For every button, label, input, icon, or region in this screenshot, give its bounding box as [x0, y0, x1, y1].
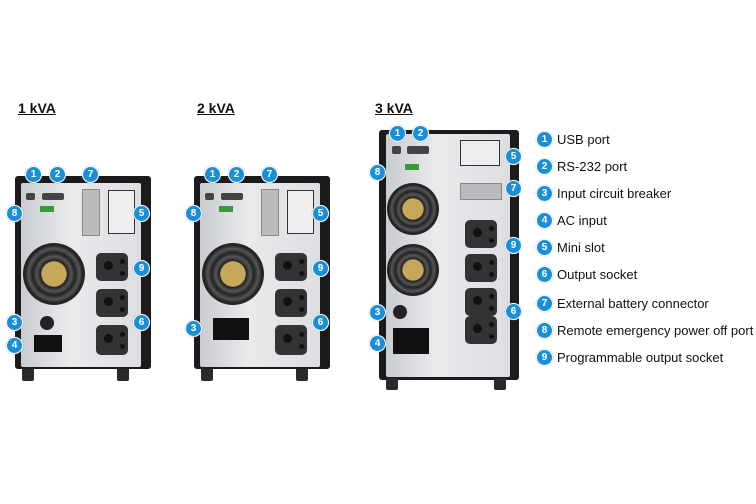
usb-port — [205, 193, 214, 200]
legend-label: RS-232 port — [557, 159, 628, 174]
programmable-socket — [465, 220, 497, 248]
usb-port — [392, 146, 401, 154]
rs232-port — [221, 193, 243, 200]
callout-badge: 9 — [505, 237, 522, 254]
callout-badge: 5 — [133, 205, 150, 222]
battery-connector — [82, 189, 100, 236]
legend-label: AC input — [557, 213, 607, 228]
callout-badge: 8 — [6, 205, 23, 222]
output-socket — [275, 325, 307, 355]
fan — [387, 244, 439, 296]
legend-label: Remote emergency power off port — [557, 323, 754, 338]
callout-badge: 3 — [185, 320, 202, 337]
legend-badge: 8 — [536, 322, 553, 339]
legend-badge: 7 — [536, 295, 553, 312]
mini-slot — [287, 190, 314, 234]
callout-badge: 3 — [369, 304, 386, 321]
callout-badge: 7 — [505, 180, 522, 197]
legend-label: Programmable output socket — [557, 350, 724, 365]
model-title-1kva: 1 kVA — [18, 100, 56, 116]
programmable-socket — [96, 253, 128, 281]
rs232-port — [42, 193, 64, 200]
callout-badge: 6 — [505, 303, 522, 320]
output-socket — [275, 289, 307, 317]
callout-badge: 3 — [6, 314, 23, 331]
legend-badge: 2 — [536, 158, 553, 175]
callout-badge: 2 — [49, 166, 66, 183]
callout-badge: 8 — [369, 164, 386, 181]
callout-badge: 8 — [185, 205, 202, 222]
circuit-breaker — [40, 316, 54, 330]
legend-badge: 1 — [536, 131, 553, 148]
mini-slot — [108, 190, 135, 234]
epo-port — [405, 164, 419, 170]
model-title-2kva: 2 kVA — [197, 100, 235, 116]
callout-badge: 4 — [6, 337, 23, 354]
ac-input — [34, 335, 62, 352]
fan — [23, 243, 85, 305]
epo-port — [40, 206, 54, 212]
circuit-breaker — [393, 305, 407, 319]
callout-badge: 6 — [312, 314, 329, 331]
ac-input — [213, 318, 249, 340]
battery-connector — [460, 183, 502, 200]
legend-badge: 9 — [536, 349, 553, 366]
legend-label: External battery connector — [557, 296, 709, 311]
callout-badge: 7 — [261, 166, 278, 183]
battery-connector — [261, 189, 279, 236]
legend-label: USB port — [557, 132, 610, 147]
output-socket — [96, 325, 128, 355]
output-socket — [465, 316, 497, 344]
callout-badge: 1 — [389, 125, 406, 142]
epo-port — [219, 206, 233, 212]
callout-badge: 2 — [228, 166, 245, 183]
legend-label: Mini slot — [557, 240, 605, 255]
callout-badge: 1 — [25, 166, 42, 183]
callout-badge: 6 — [133, 314, 150, 331]
callout-badge: 2 — [412, 125, 429, 142]
legend-label: Input circuit breaker — [557, 186, 672, 201]
programmable-socket — [465, 254, 497, 282]
callout-badge: 4 — [369, 335, 386, 352]
mini-slot — [460, 140, 500, 166]
fan — [202, 243, 264, 305]
rs232-port — [407, 146, 429, 154]
ac-input-terminal — [393, 328, 429, 354]
callout-badge: 9 — [133, 260, 150, 277]
fan — [387, 183, 439, 235]
output-socket — [96, 289, 128, 317]
legend-badge: 6 — [536, 266, 553, 283]
output-socket — [465, 288, 497, 316]
callout-badge: 5 — [505, 148, 522, 165]
model-title-3kva: 3 kVA — [375, 100, 413, 116]
legend-badge: 5 — [536, 239, 553, 256]
callout-badge: 7 — [82, 166, 99, 183]
programmable-socket — [275, 253, 307, 281]
legend-badge: 4 — [536, 212, 553, 229]
legend-badge: 3 — [536, 185, 553, 202]
callout-badge: 9 — [312, 260, 329, 277]
callout-badge: 5 — [312, 205, 329, 222]
legend-label: Output socket — [557, 267, 638, 282]
callout-badge: 1 — [204, 166, 221, 183]
usb-port — [26, 193, 35, 200]
